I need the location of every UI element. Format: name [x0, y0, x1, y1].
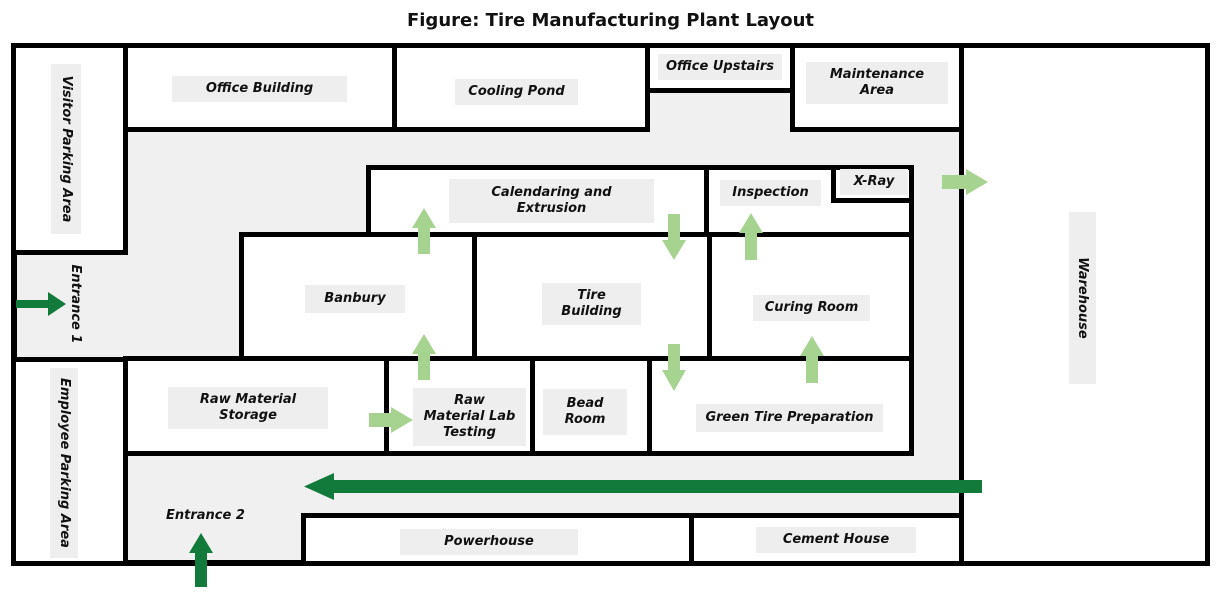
entrance2-label: Entrance 2 [166, 508, 245, 523]
raw-material-storage-label: Raw Material Storage [168, 387, 328, 429]
green-tire-label: Green Tire Preparation [696, 404, 883, 432]
warehouse-label-box [1069, 212, 1096, 384]
warehouse-return-arrow [304, 473, 982, 500]
powerhouse-label: Powerhouse [400, 529, 578, 555]
arrow-right-storage-to-lab [369, 407, 413, 433]
arrow-up-green-tire-to-curing [800, 336, 824, 383]
maintenance-label: Maintenance Area [806, 62, 948, 104]
tire-building-label: Tire Building [542, 283, 641, 325]
office-building-label: Office Building [172, 76, 347, 102]
banbury-label: Banbury [305, 285, 405, 313]
xray-label: X-Ray [840, 169, 908, 195]
employee-parking-label-box [50, 368, 78, 558]
visitor-parking-label: Visitor Parking Area [59, 75, 74, 223]
calendaring-label: Calendaring and Extrusion [449, 179, 654, 223]
arrow-up-lab-to-banbury [412, 334, 436, 380]
cooling-pond-label: Cooling Pond [455, 79, 578, 105]
arrow-right-to-warehouse [942, 169, 988, 195]
inspection-label: Inspection [720, 180, 821, 206]
entrance1-arrow [16, 292, 66, 316]
arrow-down-tire-building-to-green-tire [662, 344, 686, 391]
office-upstairs-label: Office Upstairs [658, 54, 782, 80]
curing-room-label: Curing Room [753, 295, 870, 321]
arrow-down-calendaring-to-tire-building [662, 214, 686, 260]
bead-room-label: Bead Room [543, 389, 627, 435]
entrance1-label: Entrance 1 [68, 264, 83, 344]
entrance2-arrow [189, 533, 213, 587]
cement-house-label: Cement House [756, 527, 916, 553]
warehouse-label: Warehouse [1075, 257, 1090, 339]
arrow-up-banbury-to-calendaring [412, 208, 436, 254]
warehouse-room [959, 43, 1210, 566]
employee-parking-label: Employee Parking Area [57, 378, 72, 548]
diagram-title: Figure: Tire Manufacturing Plant Layout [406, 10, 815, 31]
visitor-parking-label-box [51, 64, 81, 234]
raw-material-lab-label: Raw Material Lab Testing [413, 388, 526, 446]
arrow-up-curing-to-inspection [739, 213, 763, 260]
